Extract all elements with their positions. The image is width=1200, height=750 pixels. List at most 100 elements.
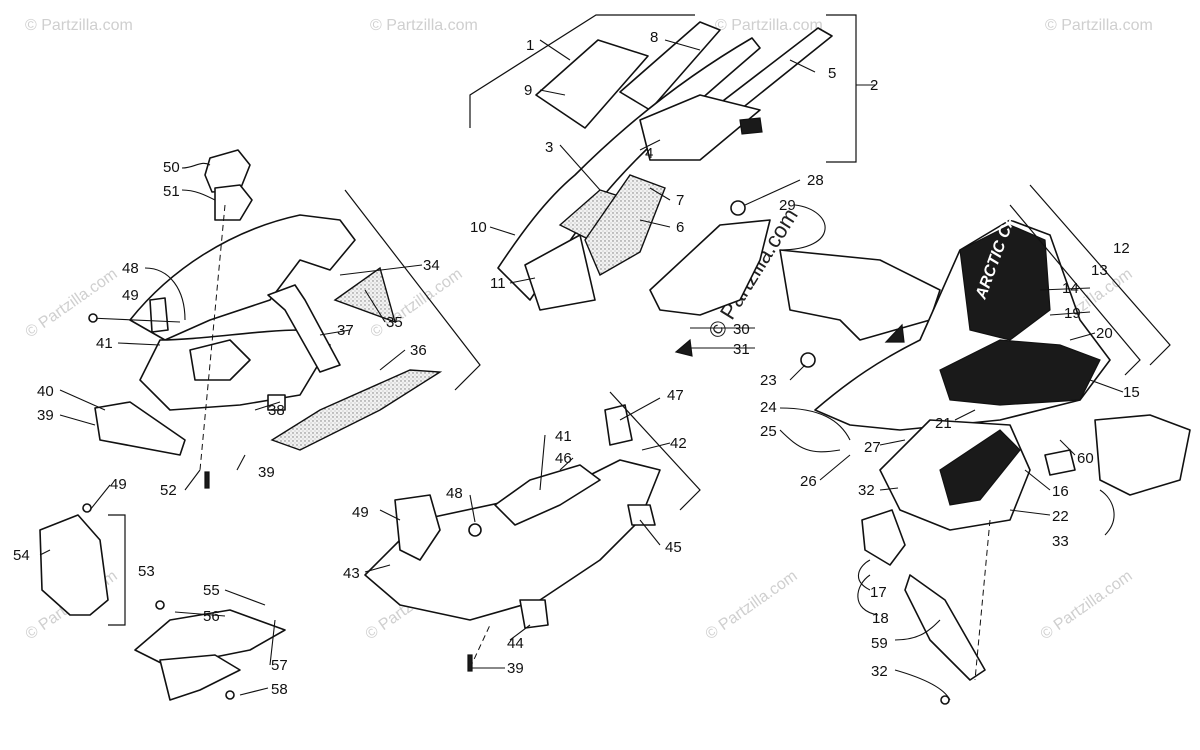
cover-lower — [159, 654, 241, 701]
nose-opening — [189, 339, 251, 381]
callout-17: 17 — [870, 584, 887, 601]
callout-13: 13 — [1091, 262, 1108, 279]
callout-22: 22 — [1052, 508, 1069, 525]
screw-49 — [82, 503, 92, 513]
callout-27: 27 — [864, 439, 881, 456]
callout-52: 52 — [160, 482, 177, 499]
bracket-53 — [108, 514, 126, 626]
callout-39c: 39 — [507, 660, 524, 677]
callout-51: 51 — [163, 183, 180, 200]
panel-6 — [584, 174, 666, 276]
watermark: © Partzilla.com — [25, 17, 133, 34]
arrow-marker-31 — [674, 338, 693, 357]
cover-group — [134, 609, 286, 701]
seat-base-4 — [639, 94, 761, 161]
callout-36: 36 — [410, 342, 427, 359]
seat-assembly — [497, 21, 833, 311]
bracket-7 — [739, 117, 763, 135]
callout-15: 15 — [1123, 384, 1140, 401]
panel-27 — [779, 249, 941, 341]
group-brackets — [108, 14, 1171, 626]
watermark: © Partzilla.com — [1038, 568, 1136, 644]
clip-45 — [627, 504, 656, 526]
callout-20: 20 — [1096, 325, 1113, 342]
callout-9: 9 — [524, 82, 532, 99]
bracket-42 — [609, 391, 701, 511]
callout-54: 54 — [13, 547, 30, 564]
callout-47: 47 — [667, 387, 684, 404]
bracket-47 — [604, 404, 633, 446]
callout-57: 57 — [271, 657, 288, 674]
watermark: © Partzilla.com — [715, 17, 823, 34]
callout-10: 10 — [470, 219, 487, 236]
callout-40: 40 — [37, 383, 54, 400]
bracket-13 — [1009, 204, 1141, 376]
callout-48b: 48 — [446, 485, 463, 502]
callout-49c: 49 — [352, 504, 369, 521]
bracket-37 — [267, 284, 341, 373]
callout-35: 35 — [386, 314, 403, 331]
callout-49: 49 — [122, 287, 139, 304]
callout-59: 59 — [871, 635, 888, 652]
trim-strip-8 — [619, 21, 721, 111]
callout-46: 46 — [555, 450, 572, 467]
rivet-52 — [204, 471, 210, 489]
callout-48: 48 — [122, 260, 139, 277]
callout-19: 19 — [1064, 305, 1081, 322]
callout-37: 37 — [337, 322, 354, 339]
decal-16 — [939, 429, 1021, 506]
leader-lines — [39, 39, 1124, 701]
callout-55: 55 — [203, 582, 220, 599]
bracket-12 — [1029, 184, 1171, 366]
callout-8: 8 — [650, 29, 658, 46]
callout-32b: 32 — [871, 663, 888, 680]
callout-44: 44 — [507, 635, 524, 652]
pad-35 — [333, 266, 397, 324]
callout-7: 7 — [676, 192, 684, 209]
watermark: © Partzilla.com — [370, 17, 478, 34]
callout-29: 29 — [779, 197, 796, 214]
nose-assembly — [94, 149, 443, 456]
callout-60: 60 — [1077, 450, 1094, 467]
side-panel-29 — [649, 219, 771, 316]
decal-14 — [959, 224, 1051, 341]
callout-32: 32 — [858, 482, 875, 499]
callout-28: 28 — [807, 172, 824, 189]
watermark: © Partzilla.com — [1045, 17, 1153, 34]
fastener-marks — [82, 313, 950, 705]
rivet-39 — [467, 654, 473, 672]
callout-39b: 39 — [258, 464, 275, 481]
callout-56: 56 — [203, 608, 220, 625]
callout-11: 11 — [490, 275, 506, 292]
callout-38: 38 — [268, 402, 285, 419]
pad-36 — [270, 369, 443, 451]
callout-26: 26 — [800, 473, 817, 490]
side-panel-assembly — [649, 200, 941, 341]
bracket-2 — [826, 14, 857, 163]
callout-2: 2 — [870, 77, 878, 94]
clip-44 — [519, 599, 549, 629]
callout-43: 43 — [343, 565, 360, 582]
callout-1: 1 — [526, 37, 534, 54]
panel-54 — [39, 514, 109, 616]
callout-31: 31 — [733, 341, 750, 358]
plate-17 — [861, 509, 906, 566]
callout-4: 4 — [645, 145, 653, 162]
callout-50: 50 — [163, 159, 180, 176]
callout-53: 53 — [138, 563, 155, 580]
clip-48b — [468, 523, 482, 537]
callout-6: 6 — [676, 219, 684, 236]
screw-58 — [225, 690, 235, 700]
callout-21: 21 — [935, 415, 952, 432]
callout-41b: 41 — [555, 428, 572, 445]
callout-3: 3 — [545, 139, 553, 156]
side-panel-group — [39, 514, 109, 616]
lower-panel-11 — [524, 234, 596, 311]
screw-49b — [88, 313, 98, 323]
callout-18: 18 — [872, 610, 889, 627]
callout-42: 42 — [670, 435, 687, 452]
bracket-34 — [344, 189, 481, 391]
plate-51 — [214, 184, 253, 221]
callout-23: 23 — [760, 372, 777, 389]
